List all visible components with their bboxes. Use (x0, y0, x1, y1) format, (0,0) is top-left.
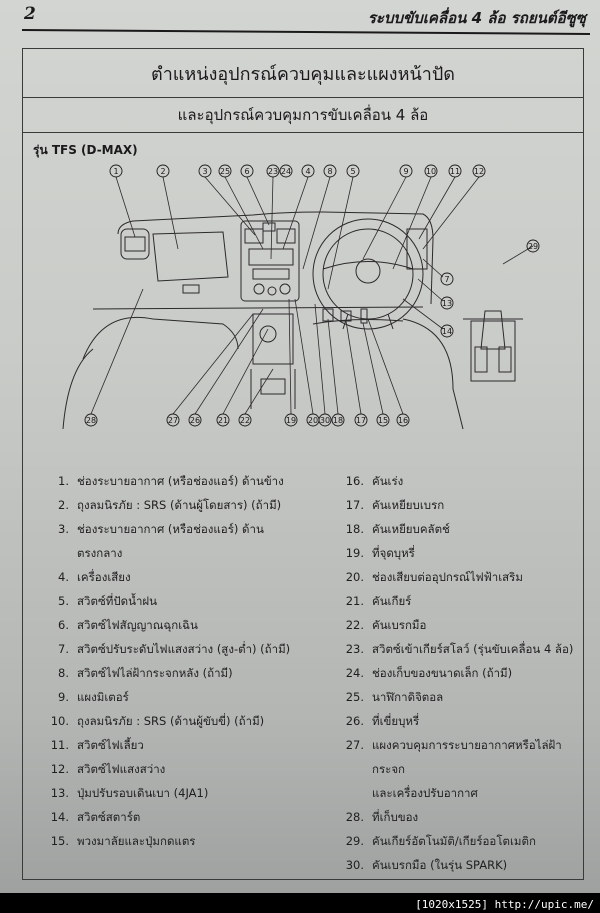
svg-text:20: 20 (308, 416, 318, 425)
manual-page: 2 ระบบขับเคลื่อน 4 ล้อ รถยนต์อีซูซุ ตำแห… (0, 0, 600, 893)
legend-item: 23.สวิตซ์เข้าเกียร์สโลว์ (รุ่นขับเคลื่อน… (345, 642, 574, 656)
svg-text:29: 29 (528, 242, 538, 251)
svg-text:11: 11 (450, 167, 460, 176)
svg-text:10: 10 (426, 167, 436, 176)
svg-text:9: 9 (403, 167, 408, 176)
legend-item: 28.ที่เก็บของ (345, 810, 419, 824)
svg-text:22: 22 (240, 416, 250, 425)
legend-item: 19.ที่จุดบุหรี่ (345, 546, 415, 560)
legend-item: 8.สวิตซ์ไฟไล่ฝ้ากระจกหลัง (ถ้ามี) (58, 666, 233, 680)
svg-text:2: 2 (160, 167, 165, 176)
running-title: ระบบขับเคลื่อน 4 ล้อ รถยนต์อีซูซุ (367, 9, 586, 27)
legend-item: 17.คันเหยียบเบรก (345, 498, 445, 512)
legend-item: 10.ถุงลมนิรภัย : SRS (ด้านผู้ขับขี่) (ถ้… (50, 714, 265, 728)
legend-item: 13.ปุ่มปรับรอบเดินเบา (4JA1) (50, 786, 209, 800)
svg-text:24: 24 (281, 167, 291, 176)
legend-item: 4.เครื่องเสียง (58, 570, 131, 584)
legend-item: 24.ช่องเก็บของขนาดเล็ก (ถ้ามี) (345, 666, 513, 680)
svg-text:17: 17 (356, 416, 366, 425)
legend-item: 1.ช่องระบายอากาศ (หรือช่องแอร์) ด้านข้าง (58, 474, 284, 488)
svg-text:23: 23 (268, 167, 278, 176)
content-frame: ตำแหน่งอุปกรณ์ควบคุมและแผงหน้าปัด และอุป… (22, 48, 584, 880)
legend-item: 15.พวงมาลัยและปุ่มกดแตร (50, 834, 196, 848)
svg-text:15: 15 (378, 416, 388, 425)
legend-item: 9.แผงมิเตอร์ (58, 690, 129, 704)
svg-text:16: 16 (398, 416, 408, 425)
legend-item: 30.คันเบรกมือ (ในรุ่น SPARK) (345, 858, 508, 872)
svg-text:3: 3 (202, 167, 207, 176)
svg-text:18: 18 (333, 416, 343, 425)
legend-item: 21.คันเกียร์ (345, 594, 412, 608)
svg-text:4: 4 (305, 167, 310, 176)
svg-text:1: 1 (113, 167, 118, 176)
section-subtitle: และอุปกรณ์ควบคุมการขับเคลื่อน 4 ล้อ (23, 98, 583, 133)
svg-text:7: 7 (444, 275, 449, 284)
legend-item: 12.สวิตซ์ไฟแสงสว่าง (50, 762, 166, 776)
model-label: รุ่น TFS (D-MAX) (33, 143, 138, 157)
callouts: 1 2 3 25 6 23 24 4 8 5 9 10 11 12 7 13 1 (84, 164, 540, 427)
legend-item: 3.ช่องระบายอากาศ (หรือช่องแอร์) ด้าน (58, 522, 264, 536)
legend-right-column: 16.คันเร่ง 17.คันเหยียบเบรก 18.คันเหยียบ… (338, 469, 588, 877)
legend-item: 5.สวิตซ์ที่ปัดน้ำฝน (58, 594, 158, 608)
legend-item: 29.คันเกียร์อัตโนมัติ/เกียร์ออโตเมติก (345, 834, 536, 848)
legend-item: 26.ที่เขี่ยบุหรี่ (345, 714, 420, 728)
svg-text:28: 28 (86, 416, 96, 425)
svg-text:6: 6 (244, 167, 249, 176)
legend-item: 6.สวิตซ์ไฟสัญญาณฉุกเฉิน (58, 618, 198, 632)
svg-text:26: 26 (190, 416, 200, 425)
legend-item: ตรงกลาง (77, 546, 123, 560)
dashboard-diagram: 1 2 3 25 6 23 24 4 8 5 9 10 11 12 7 13 1 (62, 164, 540, 430)
svg-text:19: 19 (286, 416, 296, 425)
section-title: ตำแหน่งอุปกรณ์ควบคุมและแผงหน้าปัด (23, 49, 583, 98)
legend-left-column: 1.ช่องระบายอากาศ (หรือช่องแอร์) ด้านข้าง… (43, 469, 333, 853)
legend-item: 27.แผงควบคุมการระบายอากาศหรือไล่ฝ้ากระจก (345, 738, 562, 776)
svg-text:5: 5 (350, 167, 355, 176)
svg-text:14: 14 (442, 327, 452, 336)
svg-text:27: 27 (168, 416, 178, 425)
watermark: [1020x1525] http://upic.me/ (415, 898, 594, 911)
legend-item: 11.สวิตซ์ไฟเลี้ยว (50, 738, 144, 752)
legend-item: 14.สวิตซ์สตาร์ต (50, 810, 141, 824)
svg-text:13: 13 (442, 299, 452, 308)
svg-text:30: 30 (320, 416, 330, 425)
legend-item: 25.นาฬิกาดิจิตอล (345, 690, 444, 704)
legend-item: 7.สวิตซ์ปรับระดับไฟแสงสว่าง (สูง-ต่ำ) (ถ… (58, 642, 291, 656)
legend-item: 18.คันเหยียบคลัตช์ (345, 522, 450, 536)
svg-text:8: 8 (327, 167, 332, 176)
legend-item: 22.คันเบรกมือ (345, 618, 427, 632)
svg-text:25: 25 (220, 167, 230, 176)
svg-text:12: 12 (474, 167, 484, 176)
legend-item: 16.คันเร่ง (345, 474, 404, 488)
legend-item: 20.ช่องเสียบต่ออุปกรณ์ไฟฟ้าเสริม (345, 570, 523, 584)
legend-item: และเครื่องปรับอากาศ (372, 786, 478, 800)
svg-text:21: 21 (218, 416, 228, 425)
legend-item: 2.ถุงลมนิรภัย : SRS (ด้านผู้โดยสาร) (ถ้า… (58, 498, 282, 512)
page-number: 2 (24, 4, 36, 24)
